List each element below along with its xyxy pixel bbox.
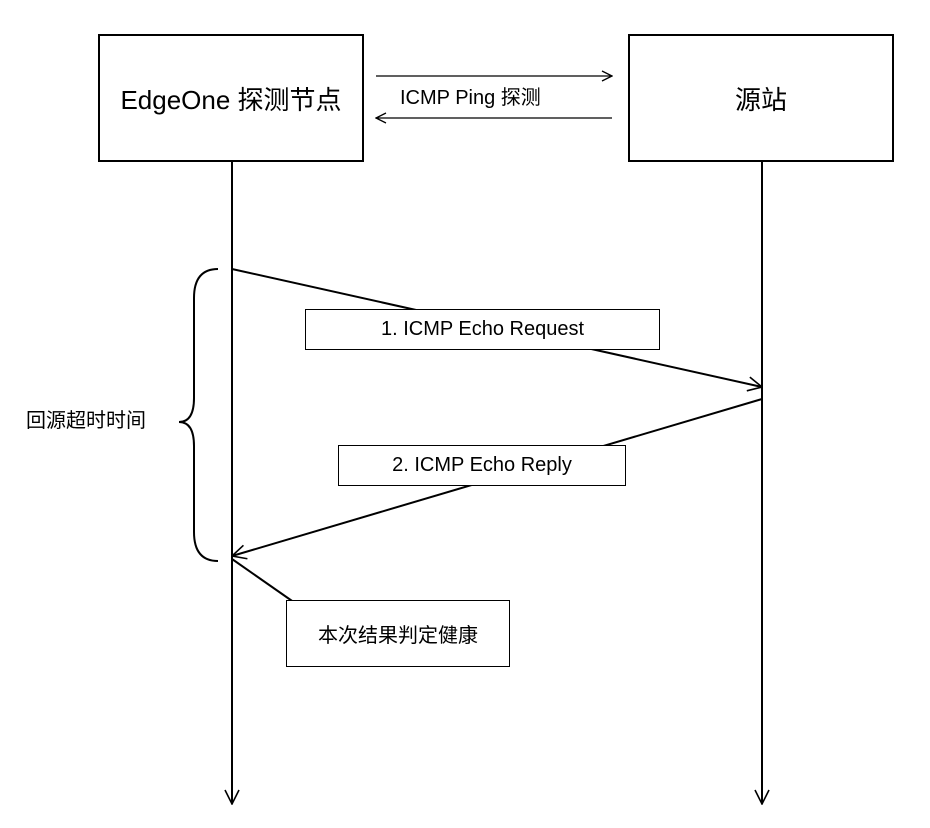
echo-reply-label-box: 2. ICMP Echo Reply <box>338 445 626 486</box>
result-note-box: 本次结果判定健康 <box>286 600 510 667</box>
timeout-label: 回源超时时间 <box>26 410 146 432</box>
origin-server-label: 源站 <box>734 84 787 115</box>
echo-request-label-box: 1. ICMP Echo Request <box>305 309 660 350</box>
edgeone-probe-node-label: EdgeOne 探测节点 <box>120 84 342 115</box>
edgeone-probe-node-box: EdgeOne 探测节点 <box>98 34 364 162</box>
probe-label: ICMP Ping 探测 <box>400 87 541 109</box>
timeout-brace <box>178 268 219 562</box>
echo-reply-label: 2. ICMP Echo Reply <box>392 454 572 476</box>
echo-request-label: 1. ICMP Echo Request <box>380 318 585 340</box>
result-note-connector <box>231 558 296 604</box>
origin-server-box: 源站 <box>628 34 894 162</box>
result-note-label: 本次结果判定健康 <box>318 625 478 647</box>
